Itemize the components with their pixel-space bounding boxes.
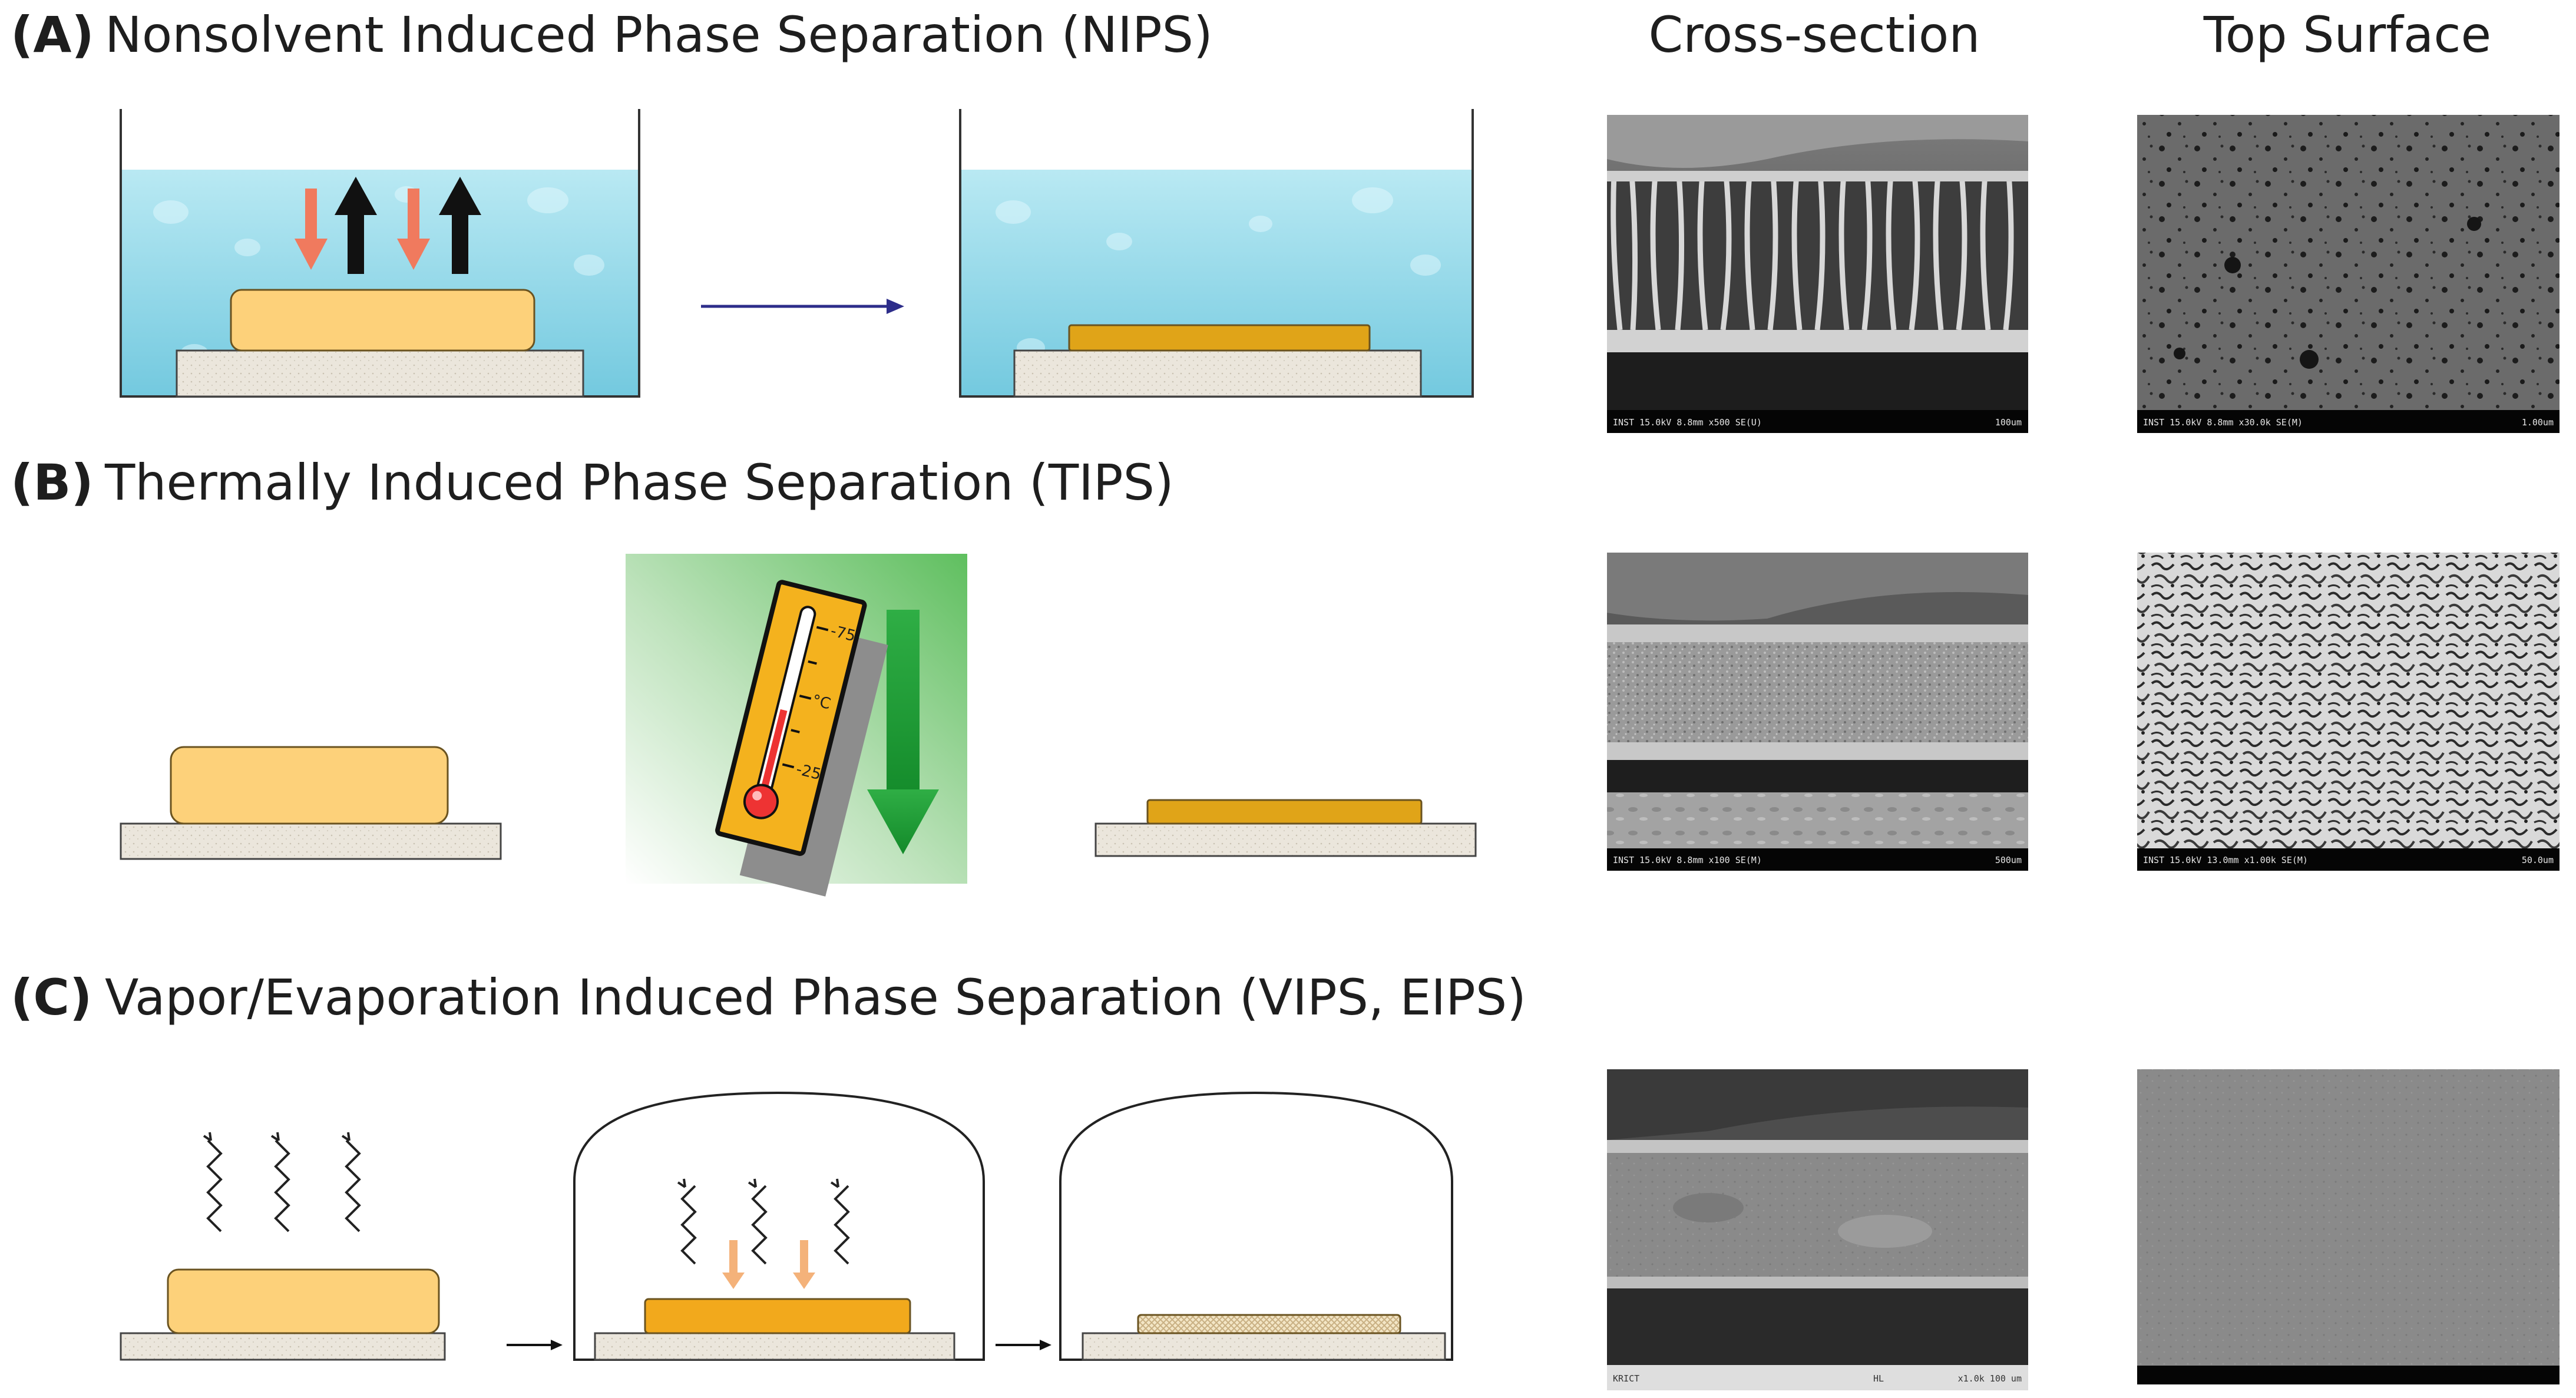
- sem-scale: x1.0k 100 um: [1958, 1373, 2022, 1384]
- nonsolvent-in-arrow: [295, 189, 328, 270]
- sem-scale: 1.00um: [2522, 417, 2554, 428]
- tips-initial: [120, 746, 502, 860]
- vips-open: [120, 1132, 446, 1361]
- thermometer-icon: -75 °C -25: [715, 580, 888, 897]
- section-c-title: Vapor/Evaporation Induced Phase Separati…: [105, 969, 1526, 1026]
- sem-info: INST 15.0kV 8.8mm x100 SE(M): [1613, 855, 1762, 865]
- sem-scale: 50.0um: [2522, 855, 2554, 865]
- tips-final: [1094, 799, 1477, 857]
- sem-nips-top-surface: INST 15.0kV 8.8mm x30.0k SE(M) 1.00um: [2137, 115, 2560, 433]
- substrate: [1082, 1332, 1446, 1361]
- sem-tips-top-surface: INST 15.0kV 13.0mm x1.00k SE(M) 50.0um: [2137, 553, 2560, 871]
- substrate: [1094, 822, 1477, 857]
- section-a-letter: (A): [11, 6, 94, 64]
- vapor-squiggle-icon: [203, 1132, 361, 1232]
- nonsolvent-in-arrow: [397, 189, 430, 270]
- nips-bath-after: [959, 109, 1474, 398]
- substrate: [594, 1332, 955, 1361]
- solvent-out-arrow: [439, 177, 481, 274]
- sem-mode: HL: [1873, 1373, 1884, 1384]
- section-c-letter: (C): [11, 969, 92, 1026]
- polymer-film-thick: [170, 746, 449, 825]
- polymer-film-medium: [644, 1298, 911, 1334]
- sem-tips-cross-section: INST 15.0kV 8.8mm x100 SE(M) 500um: [1607, 553, 2028, 871]
- top-surface-header: Top Surface: [2203, 6, 2491, 64]
- sem-vips-cross-section: KRICT HL x1.0k 100 um: [1607, 1069, 2028, 1390]
- cross-section-header: Cross-section: [1648, 6, 1980, 64]
- sem-scale: 500um: [1995, 855, 2022, 865]
- polymer-film-thin: [1146, 799, 1423, 825]
- thermometer-unit: °C: [811, 692, 832, 713]
- substrate: [120, 822, 502, 860]
- sem-info: KRICT: [1613, 1373, 1639, 1384]
- sem-vips-top-surface: [2137, 1069, 2560, 1384]
- process-arrow: [701, 299, 904, 314]
- porous-film: [1137, 1314, 1401, 1334]
- cooling-arrow: [867, 610, 939, 854]
- vips-chamber-final: [1059, 1091, 1453, 1361]
- substrate: [1013, 349, 1422, 398]
- section-a-title: Nonsolvent Induced Phase Separation (NIP…: [105, 6, 1213, 64]
- section-b-letter: (B): [11, 454, 94, 511]
- sem-scale: 100um: [1995, 417, 2022, 428]
- section-b-title: Thermally Induced Phase Separation (TIPS…: [104, 454, 1174, 511]
- vips-chamber: [573, 1091, 985, 1361]
- substrate: [176, 349, 584, 398]
- cooling-panel: -75 °C -25: [626, 554, 967, 897]
- sem-info: INST 15.0kV 8.8mm x30.0k SE(M): [2143, 417, 2303, 428]
- substrate: [120, 1332, 446, 1361]
- polymer-film-thick: [230, 289, 535, 352]
- polymer-film-thick: [167, 1268, 440, 1334]
- nips-bath-before: [120, 109, 640, 398]
- process-arrow: [996, 1340, 1051, 1350]
- solvent-out-arrow: [335, 177, 377, 274]
- vapor-squiggle-icon: [677, 1178, 850, 1265]
- sem-nips-cross-section: INST 15.0kV 8.8mm x500 SE(U) 100um: [1607, 115, 2028, 433]
- sem-info: INST 15.0kV 13.0mm x1.00k SE(M): [2143, 855, 2308, 865]
- sem-info: INST 15.0kV 8.8mm x500 SE(U): [1613, 417, 1762, 428]
- polymer-film-thin: [1068, 324, 1371, 352]
- process-arrow: [507, 1340, 563, 1350]
- vapor-in-arrow: [722, 1240, 815, 1289]
